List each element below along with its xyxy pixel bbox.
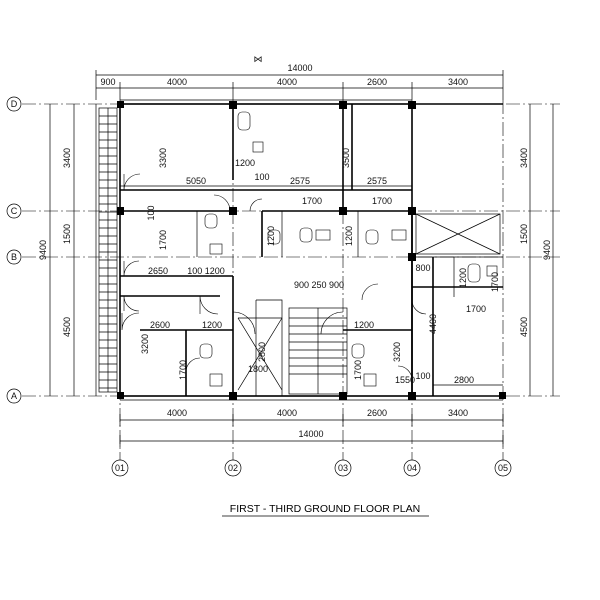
dim-1700-top-b: 1700 — [372, 196, 392, 206]
axis-03-label: 03 — [338, 463, 348, 473]
top-seg-4: 2600 — [367, 77, 387, 87]
dim-800: 800 — [415, 263, 430, 273]
dim-4400: 4400 — [428, 314, 438, 334]
top-segment-dimension: 900 4000 4000 2600 3400 — [96, 77, 503, 100]
elevator-shaft — [415, 213, 501, 255]
axis-a-label: A — [11, 391, 17, 401]
dim-100a: 100 — [254, 172, 269, 182]
dim-1700-bm: 1700 — [353, 360, 363, 380]
axis-01-label: 01 — [115, 463, 125, 473]
plan-title: FIRST - THIRD GROUND FLOOR PLAN — [222, 503, 429, 517]
dim-1200-v2: 1200 — [344, 226, 354, 246]
dim-1700-bl: 1700 — [178, 360, 188, 380]
axis-05-label: 05 — [498, 463, 508, 473]
right-overall-label: 9400 — [542, 240, 552, 260]
left-dimensions: 9400 3400 1500 4500 — [38, 104, 75, 396]
dim-100-1200: 100 1200 — [187, 266, 225, 276]
interior-walls — [120, 104, 503, 396]
dim-2575a: 2575 — [290, 176, 310, 186]
right-seg-1: 3400 — [519, 148, 529, 168]
dim-1200-right: 1200 — [458, 268, 468, 288]
top-seg-5: 3400 — [448, 77, 468, 87]
left-seg-2: 1500 — [62, 224, 72, 244]
bottom-seg-2: 4000 — [277, 408, 297, 418]
top-seg-1: 900 — [100, 77, 115, 87]
dim-100-b: 100 — [415, 371, 430, 381]
dim-1800: 1800 — [248, 364, 268, 374]
dim-1200-v1: 1200 — [266, 226, 276, 246]
dim-5050: 5050 — [186, 176, 206, 186]
dim-3300: 3300 — [158, 148, 168, 168]
dim-1700-right: 1700 — [466, 304, 486, 314]
dim-100-left: 100 — [146, 205, 156, 220]
bottom-seg-4: 3400 — [448, 408, 468, 418]
right-seg-3: 4500 — [519, 317, 529, 337]
right-dimensions: 3400 1500 4500 9400 — [519, 104, 554, 396]
dim-1200-top: 1200 — [235, 158, 255, 168]
left-overall-label: 9400 — [38, 240, 48, 260]
left-axis-markers: D C B A — [6, 96, 22, 404]
left-seg-1: 3400 — [62, 148, 72, 168]
bottom-dimensions: 4000 4000 2600 3400 14000 — [119, 408, 504, 447]
staircase — [237, 299, 348, 396]
structural-columns — [117, 101, 506, 400]
door-swings — [121, 173, 427, 381]
top-seg-2: 4000 — [167, 77, 187, 87]
dim-1200-mid: 1200 — [202, 320, 222, 330]
left-seg-3: 4500 — [62, 317, 72, 337]
dim-2600-left: 2600 — [150, 320, 170, 330]
dim-2800-b: 2800 — [454, 375, 474, 385]
axis-02-label: 02 — [228, 463, 238, 473]
north-mark: ⋈ — [254, 54, 263, 64]
dim-1200-stair: 1200 — [354, 320, 374, 330]
bottom-overall-label: 14000 — [298, 429, 323, 439]
dim-3200-left: 3200 — [140, 334, 150, 354]
dim-3500: 3500 — [341, 148, 351, 168]
left-balcony-strip — [98, 107, 118, 393]
right-seg-2: 1500 — [519, 224, 529, 244]
dim-1700-top: 1700 — [302, 196, 322, 206]
dim-1700-rv: 1700 — [490, 272, 500, 292]
axis-04-label: 04 — [407, 463, 417, 473]
bottom-seg-1: 4000 — [167, 408, 187, 418]
plan-title-text: FIRST - THIRD GROUND FLOOR PLAN — [230, 503, 420, 515]
dim-1700-left: 1700 — [158, 230, 168, 250]
top-overall-dimension: 14000 ⋈ — [95, 54, 504, 100]
interior-dimensions: 3300 1200 3500 5050 100 2575 2575 1700 1… — [120, 148, 503, 386]
top-seg-3: 4000 — [277, 77, 297, 87]
axis-c-label: C — [11, 206, 18, 216]
dim-3200-right: 3200 — [392, 342, 402, 362]
dim-1550: 1550 — [395, 375, 415, 385]
dim-2800-v: 2800 — [257, 342, 267, 362]
bottom-axis-markers: 01 02 03 04 05 — [111, 459, 512, 477]
sanitary-fixtures — [199, 111, 498, 387]
dim-900-250-900: 900 250 900 — [294, 280, 344, 290]
dim-2575b: 2575 — [367, 176, 387, 186]
axis-d-label: D — [11, 99, 18, 109]
bottom-seg-3: 2600 — [367, 408, 387, 418]
top-overall-label: 14000 — [287, 63, 312, 73]
dim-2650: 2650 — [148, 266, 168, 276]
axis-b-label: B — [11, 252, 17, 262]
